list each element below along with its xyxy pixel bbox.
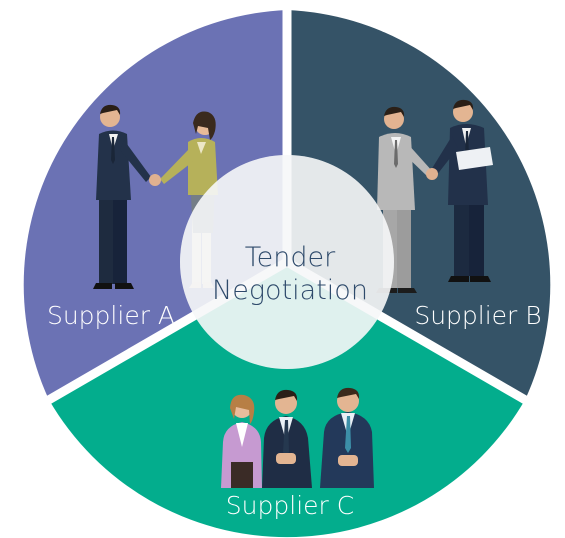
businessman-figure bbox=[320, 387, 374, 488]
center-title-line1: Tender bbox=[245, 242, 336, 273]
navy-suit-businessman-figure bbox=[431, 99, 493, 282]
handshake-hands bbox=[426, 168, 438, 180]
label-supplier-b: Supplier B bbox=[414, 301, 541, 330]
businessman-figure bbox=[262, 389, 312, 488]
segment-supplier-a bbox=[23, 10, 287, 400]
center-title-line2: Negotiation bbox=[212, 275, 368, 306]
tablet-icon bbox=[456, 147, 493, 170]
handshake-hands bbox=[149, 174, 161, 186]
segment-supplier-b bbox=[287, 10, 551, 400]
center-hub bbox=[180, 155, 394, 369]
center-hub-tint bbox=[180, 155, 394, 369]
label-supplier-c: Supplier C bbox=[226, 491, 354, 520]
businessman-figure bbox=[93, 104, 151, 289]
business-team-illustration-c bbox=[221, 387, 374, 488]
label-supplier-a: Supplier A bbox=[47, 301, 175, 330]
businesswoman-figure bbox=[221, 394, 262, 488]
